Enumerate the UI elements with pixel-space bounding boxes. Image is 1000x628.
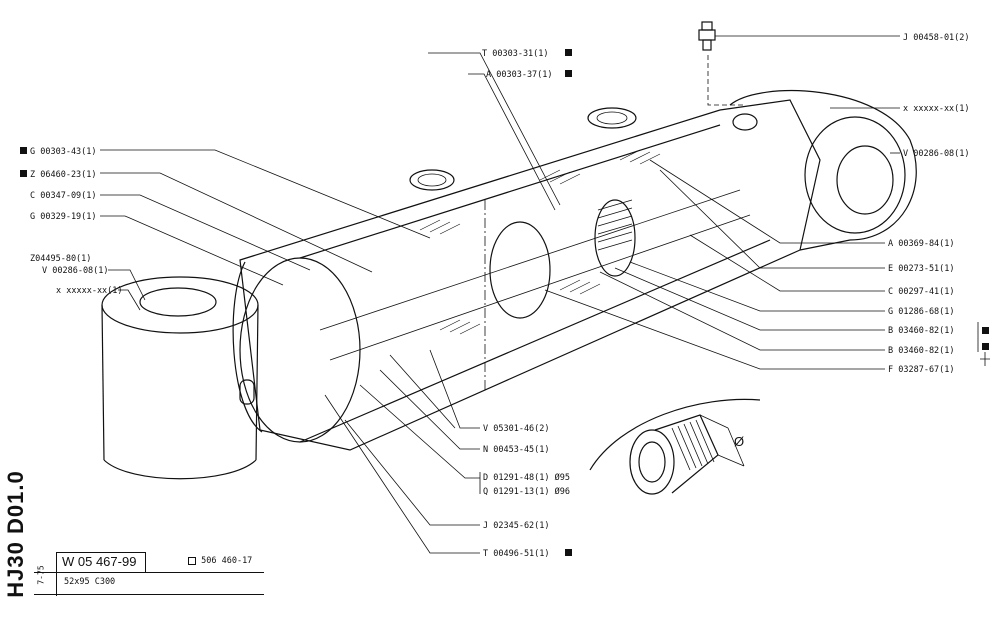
reference-number: 506 460-17 — [188, 556, 252, 566]
label-b03460-2: B 03460-82(1) — [888, 346, 955, 356]
ref-marker — [188, 556, 196, 565]
marker-a00303 — [565, 70, 572, 77]
cylinder-body — [232, 99, 821, 451]
grease-nipple — [698, 21, 745, 106]
label-d01291: D 01291-48(1) Ø95 — [483, 472, 570, 483]
label-e00273: E 00273-51(1) — [888, 264, 955, 274]
right-labels: J 00458-01(2) x xxxxx-xx(1) V 00286-08(1… — [544, 33, 990, 375]
label-a00369: A 00369-84(1) — [888, 239, 955, 249]
threaded-plug-detail: Ø — [589, 398, 761, 495]
label-t00496: T 00496-51(1) — [483, 549, 550, 559]
marker-z06460 — [20, 170, 27, 177]
label-j00458: J 00458-01(2) — [903, 33, 970, 43]
front-rod-eye — [101, 276, 259, 480]
diameter-symbol: Ø — [734, 434, 744, 449]
label-c00297: C 00297-41(1) — [888, 287, 955, 297]
label-q01291: Q 01291-13(1) Ø96 — [483, 486, 570, 497]
title-block-divider — [56, 552, 57, 596]
label-g00303: G 00303-43(1) — [30, 147, 97, 157]
marker-b03460-2 — [982, 343, 989, 350]
label-v05301: V 05301-46(2) — [483, 424, 550, 434]
label-j02345: J 02345-62(1) — [483, 521, 550, 531]
top-labels: T 00303-31(1) A 00303-37(1) — [428, 49, 572, 211]
label-c00347: C 00347-09(1) — [30, 191, 97, 201]
label-t00303: T 00303-31(1) — [482, 49, 549, 59]
label-f03287: F 03287-67(1) — [888, 365, 955, 375]
drawing-number: W 05 467-99 — [62, 554, 137, 569]
title-block-rule-2 — [34, 594, 264, 595]
label-v00286-front: V 00286-08(1) — [42, 266, 109, 276]
label-xxxxx-front: x xxxxx-xx(1) — [56, 286, 123, 296]
label-v00286-rear: V 00286-08(1) — [903, 149, 970, 159]
rear-clevis-eye — [729, 90, 917, 251]
marker-t00303 — [565, 49, 572, 56]
bottom-labels: V 05301-46(2) N 00453-45(1) D 01291-48(1… — [324, 349, 572, 559]
label-xxxxx-rear: x xxxxx-xx(1) — [903, 104, 970, 114]
spec-text: 52x95 C300 — [64, 577, 116, 587]
label-g01286: G 01286-68(1) — [888, 307, 955, 317]
label-g00329: G 00329-19(1) — [30, 212, 97, 222]
title-block-rule-1 — [34, 572, 264, 573]
marker-g00303 — [20, 147, 27, 154]
label-z06460: Z 06460-23(1) — [30, 170, 97, 180]
label-b03460-1: B 03460-82(1) — [888, 326, 955, 336]
drawing-code: HJ30 D01.0 — [3, 470, 28, 598]
drawing-date: 7-75 — [36, 565, 46, 585]
label-a00303: A 00303-37(1) — [486, 70, 553, 80]
left-labels: G 00303-43(1) Z 06460-23(1) C 00347-09(1… — [20, 147, 431, 311]
reference-text: 506 460-17 — [201, 556, 253, 566]
label-n00453: N 00453-45(1) — [483, 445, 550, 455]
label-z04495: Z04495-80(1) — [30, 254, 91, 264]
marker-b03460-1 — [982, 327, 989, 334]
marker-t00496 — [565, 549, 572, 556]
